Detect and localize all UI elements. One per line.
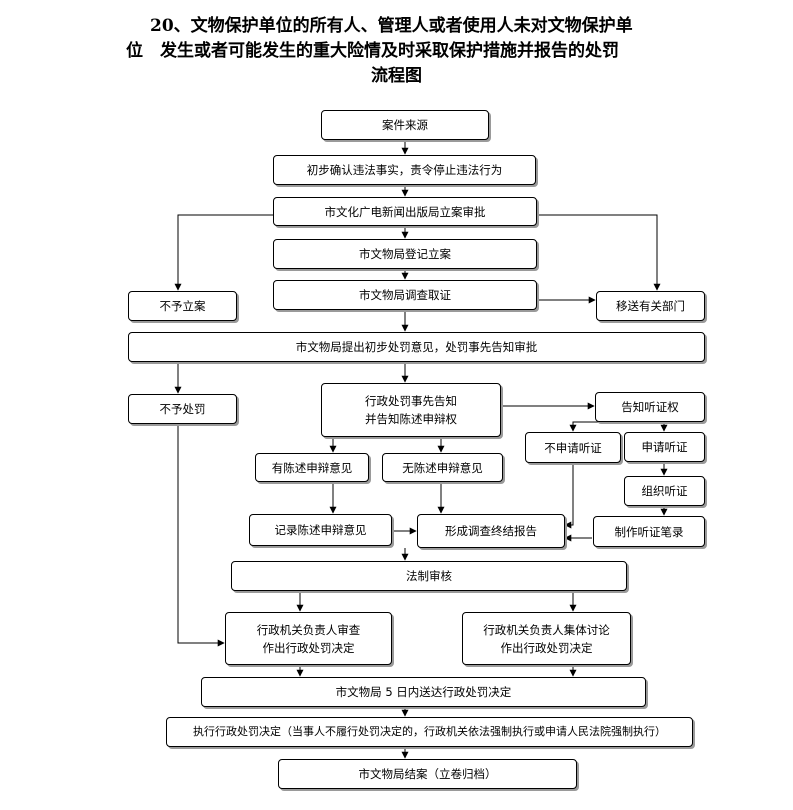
case-source-box: 案件来源	[321, 110, 489, 140]
arrow-approval-to-transfer	[537, 214, 661, 291]
record-statement-box: 记录陈述申辩意见	[249, 514, 392, 546]
initial-confirm-box: 初步确认违法事实，责令停止违法行为	[273, 155, 536, 185]
title-line-1: 20、文物保护单位的所有人、管理人或者使用人未对文物保护单	[150, 16, 633, 36]
execute-decision-box: 执行行政处罚决定（当事人不履行处罚决定的，行政机关依法强制执行或申请人民法院强制…	[166, 717, 693, 747]
organize-hearing-box: 组织听证	[624, 476, 705, 506]
investigate-box: 市文物局调查取证	[273, 280, 537, 310]
apply-hearing-box: 申请听证	[624, 432, 705, 462]
no-statement-box: 无陈述申辩意见	[382, 453, 503, 482]
has-statement-box: 有陈述申辩意见	[255, 453, 369, 482]
hearing-record-box: 制作听证笔录	[593, 516, 705, 547]
title-line-2: 位 发生或者可能发生的重大险情及时采取保护措施并报告的处罚	[126, 41, 619, 61]
initial-opinion-box: 市文物局提出初步处罚意见，处罚事先告知审批	[128, 332, 705, 362]
collective-discussion-box: 行政机关负责人集体讨论作出行政处罚决定	[462, 612, 631, 665]
register-box: 市文物局登记立案	[273, 239, 537, 269]
arrow-no-penalty-to-head	[177, 424, 225, 647]
legal-review-box: 法制审核	[231, 561, 627, 591]
final-report-box: 形成调查终结报告	[417, 514, 565, 548]
deliver-decision-box: 市文物局 5 日内送达行政处罚决定	[201, 677, 646, 707]
approval-box: 市文化广电新闻出版局立案审批	[273, 197, 537, 226]
close-case-box: 市文物局结案（立卷归档）	[278, 759, 577, 789]
hearing-notice-box: 告知听证权	[595, 392, 705, 422]
no-penalty-box: 不予处罚	[128, 394, 237, 424]
title-line-3: 流程图	[371, 66, 422, 86]
arrow-approval-to-no-filing	[174, 214, 273, 291]
head-review-box: 行政机关负责人审查作出行政处罚决定	[225, 612, 392, 665]
no-hearing-box: 不申请听证	[525, 432, 621, 463]
arrow-hearing-notice-to-no-hearing	[569, 421, 600, 432]
prior-notice-box: 行政处罚事先告知并告知陈述申辩权	[321, 383, 501, 437]
transfer-box: 移送有关部门	[596, 291, 705, 321]
arrow-no-hearing-to-report	[564, 463, 574, 529]
no-filing-box: 不予立案	[128, 291, 237, 321]
